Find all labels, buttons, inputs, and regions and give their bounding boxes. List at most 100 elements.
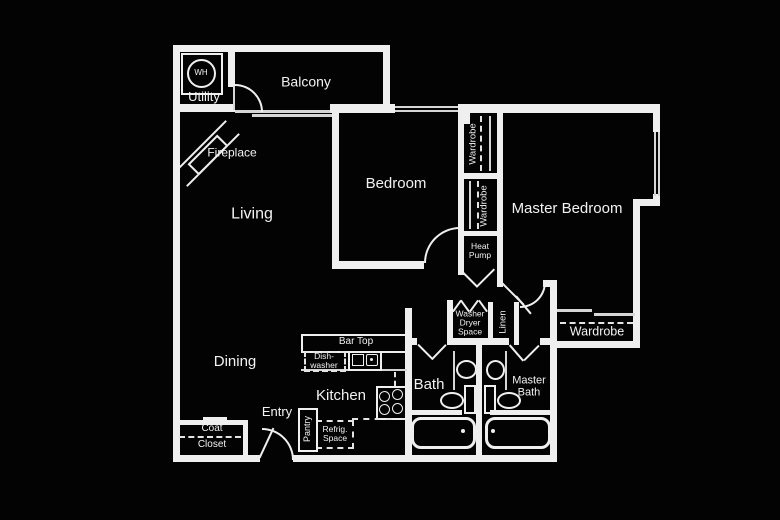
wall xyxy=(458,231,503,236)
wall xyxy=(330,104,395,113)
sliding-door xyxy=(252,114,332,117)
vanity-edge xyxy=(453,351,455,390)
sliding-door xyxy=(235,110,330,113)
stove-burner xyxy=(392,403,403,414)
wall xyxy=(173,420,243,425)
sink-basin xyxy=(366,354,378,366)
label-refrig-space: Refrig. Space xyxy=(322,425,347,443)
room-label-master-bedroom: Master Bedroom xyxy=(511,200,623,218)
wall xyxy=(332,112,339,269)
window xyxy=(658,132,660,196)
room-label-bath: Bath xyxy=(413,376,445,394)
room-label-balcony: Balcony xyxy=(281,73,331,90)
label-fireplace: Fireplace xyxy=(207,145,257,160)
heat-pump-line2: Pump xyxy=(468,250,492,260)
label-washer-dryer-space: Washer Dryer Space xyxy=(455,308,485,337)
wall xyxy=(458,104,660,113)
closet-label-wardrobe-master: Wardrobe xyxy=(569,324,625,339)
washer-line1: Washer xyxy=(455,308,485,319)
closet-line xyxy=(469,181,471,229)
dishwasher-line2: washer xyxy=(310,360,338,370)
heat-pump-door xyxy=(475,268,496,288)
heat-pump-line1: Heat xyxy=(471,241,489,252)
wall xyxy=(405,308,412,462)
sliding-door xyxy=(594,313,635,316)
wall xyxy=(173,455,260,462)
sink-icon xyxy=(486,360,505,380)
dishwasher-line1: Dish- xyxy=(314,351,334,362)
closet-label-wardrobe: Wardrobe xyxy=(467,123,479,165)
toilet-icon xyxy=(440,392,464,409)
window xyxy=(395,110,458,112)
vanity-edge xyxy=(505,351,507,390)
door-arc xyxy=(262,428,294,460)
door-arc xyxy=(424,227,460,263)
closet-label-pantry: Pantry xyxy=(302,415,312,443)
sink-basin xyxy=(352,354,364,366)
closet-rod xyxy=(480,116,482,171)
bathtub xyxy=(485,417,551,449)
water-heater-label: WH xyxy=(194,67,208,77)
counter-edge-dashed xyxy=(352,418,392,420)
closet-label-wardrobe: Wardrobe xyxy=(478,185,490,227)
refrig-line1: Refrig. xyxy=(322,424,348,435)
closet-label-coat: Coat xyxy=(201,422,223,434)
wall xyxy=(633,199,640,348)
refrig-line2: Space xyxy=(322,433,348,443)
room-label-kitchen: Kitchen xyxy=(315,387,367,405)
sliding-door xyxy=(557,309,592,312)
bath-cabinet xyxy=(464,385,476,414)
wall xyxy=(550,280,557,462)
closet-line xyxy=(489,116,491,171)
label-bar-top: Bar Top xyxy=(338,335,374,347)
door-leaf xyxy=(233,86,235,110)
room-label-utility: Utility xyxy=(188,89,220,105)
wall xyxy=(497,112,503,287)
master-bath-line1: Master xyxy=(512,374,546,387)
wall xyxy=(173,45,180,462)
tub-drain xyxy=(491,429,495,433)
wall xyxy=(228,45,235,87)
closet-rod xyxy=(179,436,241,438)
wall xyxy=(173,45,390,52)
wall xyxy=(514,302,519,345)
wall xyxy=(653,104,660,132)
bath-door xyxy=(431,344,447,360)
wall xyxy=(412,410,462,415)
wall xyxy=(447,300,453,345)
kitchen-sink xyxy=(348,351,382,371)
closet-rod xyxy=(560,322,633,324)
master-bath-door xyxy=(508,344,525,362)
closet-label-linen: Linen xyxy=(497,310,509,334)
wall xyxy=(458,173,503,179)
wall xyxy=(405,338,417,345)
stove-burner xyxy=(379,391,390,402)
master-bath-door xyxy=(523,344,540,362)
wall xyxy=(476,345,482,455)
wall xyxy=(490,410,551,415)
wall xyxy=(458,112,464,275)
room-label-dining: Dining xyxy=(213,353,257,371)
room-label-living: Living xyxy=(231,205,273,223)
wall xyxy=(383,45,390,113)
wall xyxy=(173,104,235,112)
sink-drain xyxy=(370,358,373,361)
window xyxy=(654,132,656,196)
room-label-bedroom: Bedroom xyxy=(365,175,427,193)
label-entry: Entry xyxy=(261,404,293,420)
wall xyxy=(203,417,227,421)
wall xyxy=(488,302,493,345)
wall xyxy=(550,341,640,348)
dishwasher-box xyxy=(304,351,346,372)
washer-line3: Space xyxy=(457,326,483,337)
bathtub xyxy=(411,417,476,449)
closet-label-closet: Closet xyxy=(197,438,227,450)
tub-drain xyxy=(461,429,465,433)
stove-burner xyxy=(392,389,403,400)
room-label-master-bath: Master Bath xyxy=(512,375,546,398)
label-heat-pump: Heat Pump xyxy=(469,242,491,260)
counter-edge-dashed xyxy=(394,372,396,386)
washer-line2: Dryer xyxy=(459,317,481,328)
sink-icon xyxy=(456,360,477,379)
